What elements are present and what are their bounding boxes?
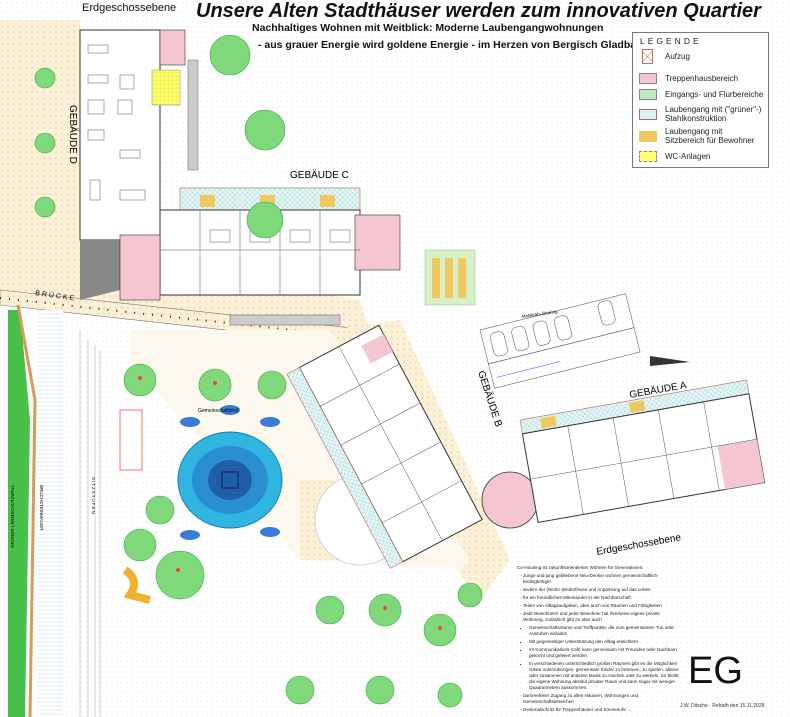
entrance-swatch (639, 89, 657, 100)
level-label-top: Erdgeschossebene (82, 2, 177, 14)
building-a (519, 379, 766, 523)
label-seat-steps: SITZSTUFEN (91, 477, 96, 515)
tagline: - aus grauer Energie wird goldene Energi… (258, 39, 652, 51)
building-c (119, 187, 476, 326)
legend-item-elevator: Aufzug (639, 49, 690, 64)
flower-dots (138, 376, 442, 630)
building-b (286, 324, 483, 569)
seating-groups (180, 405, 280, 540)
floor-level-label: EG (688, 650, 743, 692)
subtitle: Nachhaltiges Wohnen mit Weitblick: Moder… (252, 22, 604, 34)
green-noise-wall (8, 310, 30, 717)
label-building-c: GEBÄUDE C (290, 169, 349, 181)
page-title: Unsere Alten Stadthäuser werden zum inno… (196, 0, 761, 22)
signature: J.W. Ditsche - Refrath den 15.11.2028 (680, 703, 765, 709)
wc-swatch (639, 151, 657, 162)
stairwell-swatch (639, 73, 657, 84)
slide (122, 566, 151, 604)
legend: LEGENDE Aufzug Treppenhausbereich Eingan… (632, 32, 769, 168)
north-arrow-icon (650, 356, 690, 366)
legend-item-seating-walkway: Laubengang mit Sitzbereich für Bewohner (639, 127, 764, 145)
seat-steps (79, 330, 101, 717)
building-d (79, 29, 199, 300)
co-housing-notes: Co-Housing ist zukunftsorientiertes Wohn… (517, 565, 682, 715)
community-pond (177, 431, 283, 529)
seating-walkway-swatch (639, 130, 657, 142)
play-structure (119, 409, 143, 471)
label-building-d: GEBÄUDE D (67, 105, 79, 164)
stone-wall (16, 304, 37, 717)
steel-walkway-swatch (639, 108, 657, 120)
building-b-round-hall (481, 471, 539, 529)
water-feature (38, 310, 63, 717)
legend-title: LEGENDE (640, 36, 702, 46)
label-courtyard: Gemeinschaftshof (198, 408, 239, 414)
label-mobility: Mobilitäts-Sharing (521, 309, 558, 319)
label-noise-wall: GRÜNER LÄRMSCHUTZWALL (9, 484, 15, 548)
label-stone-wall: BRUCHSTEINMAUER (39, 485, 44, 531)
legend-item-steel-walkway: Laubengang mit ("grüner"-) Stahlkonstruk… (639, 105, 764, 123)
legend-item-stairwell: Treppenhausbereich (639, 73, 738, 84)
legend-item-entrance: Eingangs- und Flurbereiche (639, 89, 763, 100)
legend-item-wc: WC-Anlagen (639, 151, 710, 162)
elevator-icon (642, 49, 653, 64)
mobility-sharing-area (479, 293, 641, 389)
trees (34, 34, 483, 708)
